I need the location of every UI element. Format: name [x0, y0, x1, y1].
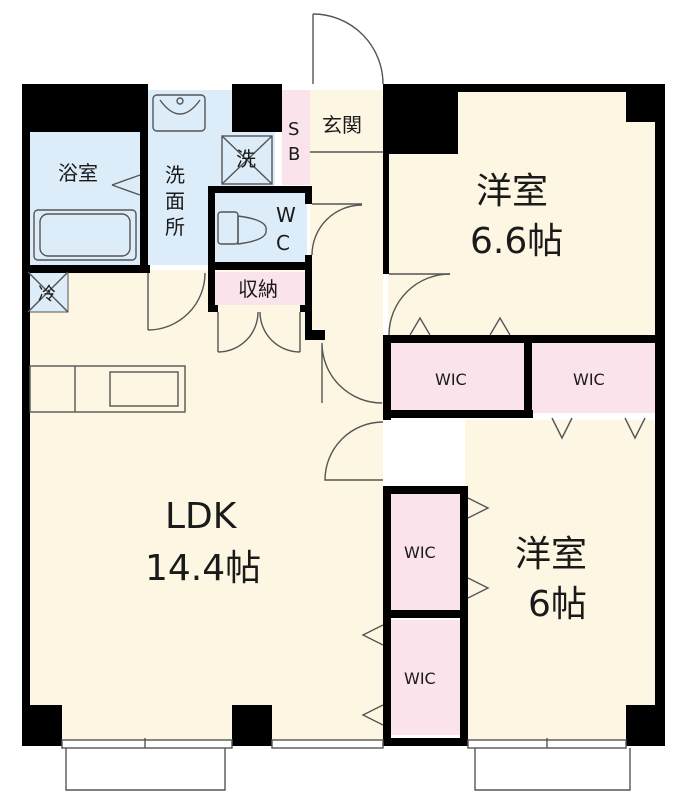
room2-name: 洋室 [515, 534, 587, 575]
wic2-label: WIC [573, 370, 605, 389]
storage-label: 収納 [238, 277, 278, 301]
wic1-floor [388, 340, 524, 413]
washroom-label-3: 所 [165, 215, 185, 239]
room1-size: 6.6帖 [470, 221, 563, 262]
toilet-label-2: C [276, 231, 290, 255]
room2-floor [465, 420, 660, 740]
fridge-label: 冷 [38, 284, 56, 305]
entrance-floor [310, 90, 383, 152]
wic3-label: WIC [404, 543, 436, 562]
bathroom-label: 浴室 [58, 161, 98, 185]
detail-lines [27, 13, 646, 791]
entrance-label: 玄関 [322, 113, 362, 137]
washer-label: 洗 [236, 147, 256, 171]
bathroom-floor [28, 130, 140, 265]
storage-floor [215, 272, 307, 305]
washroom-label-2: 面 [165, 189, 185, 213]
washroom-label-1: 洗 [165, 163, 185, 187]
wic3-floor [388, 490, 460, 610]
wic4-label: WIC [404, 669, 436, 688]
ldk-name: LDK [165, 496, 238, 537]
room1-name: 洋室 [476, 171, 548, 212]
wic2-floor [531, 340, 658, 413]
walls [22, 84, 665, 746]
wic1-label: WIC [435, 370, 467, 389]
shoe-box-label-2: B [288, 144, 300, 165]
wic4-floor [388, 620, 460, 735]
shoe-box-floor [282, 90, 310, 185]
room2-size: 6帖 [528, 584, 587, 625]
toilet-floor [215, 190, 307, 262]
ldk-size: 14.4帖 [145, 548, 261, 589]
shoe-box-label-1: S [288, 119, 299, 140]
toilet-label-1: W [276, 203, 296, 227]
